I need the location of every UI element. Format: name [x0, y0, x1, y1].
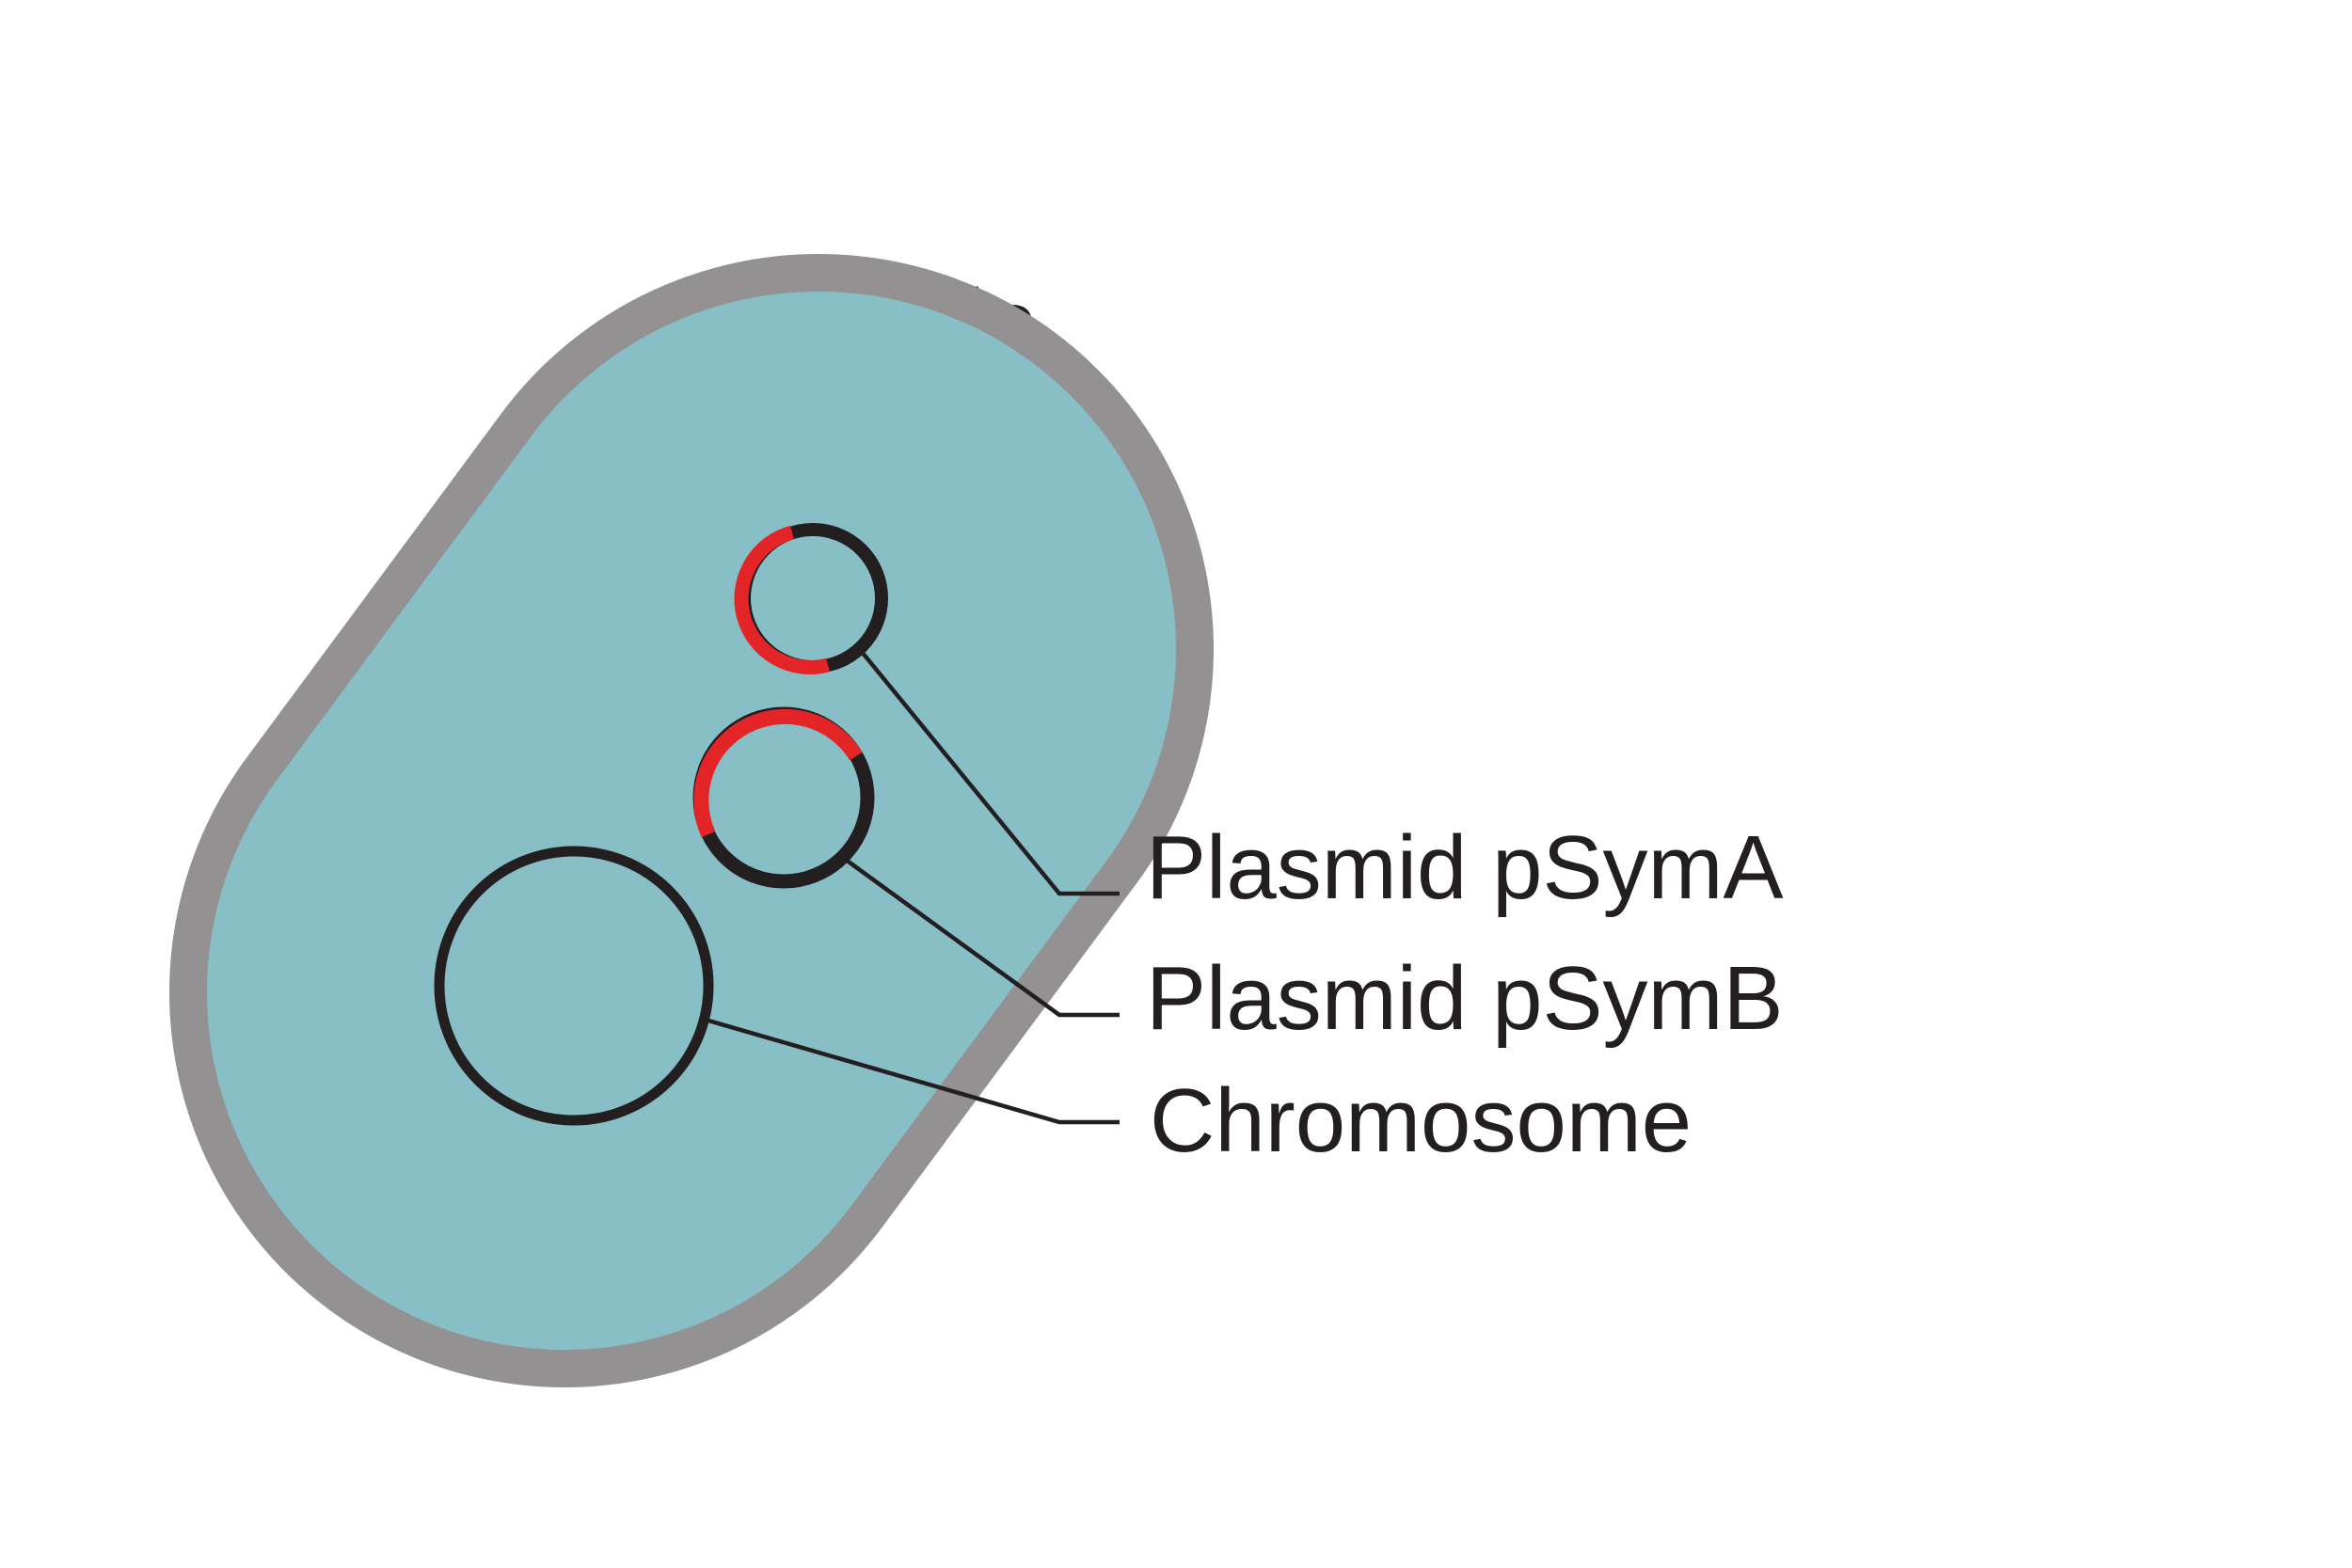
plasmid-psymb-sym-region	[693, 708, 863, 838]
leader-line-psyma	[860, 650, 1120, 896]
label-chromosome: Chromosome	[1150, 1070, 1692, 1171]
plasmid-psyma-sym-region	[734, 525, 830, 674]
leader-line-chromosome	[707, 1018, 1120, 1125]
label-plasmid-psymb: Plasmid pSymB	[1146, 948, 1784, 1049]
cell-cytoplasm	[207, 292, 1176, 1350]
plasmid-psymb	[692, 706, 875, 889]
label-plasmid-psyma: Plasmid pSymA	[1146, 817, 1784, 918]
chromosome-ring	[434, 846, 714, 1126]
plasmid-psyma	[734, 523, 888, 674]
leader-line-psymb	[844, 858, 1120, 1018]
